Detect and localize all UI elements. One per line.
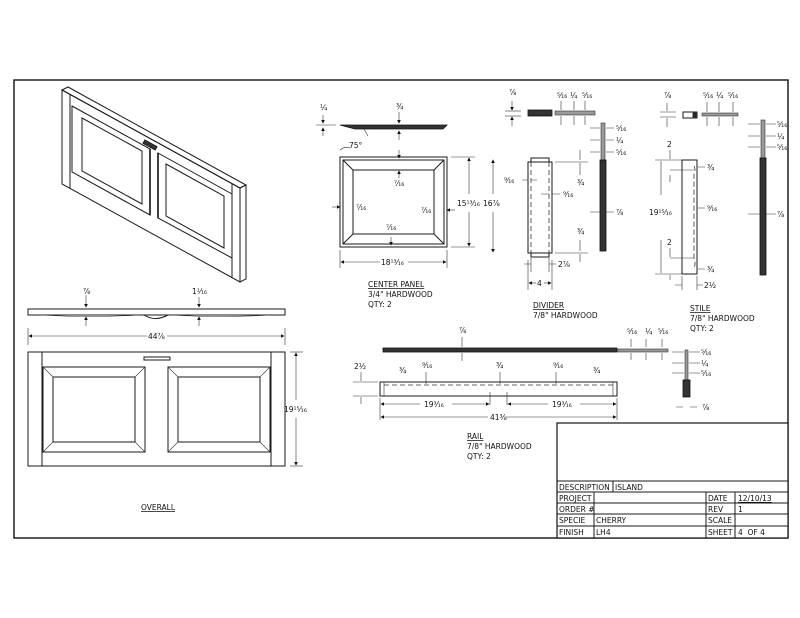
overall-view: ⅞ 1¹⁄₁₆ 44⅞ 19¹⁵⁄₁₆ OVERALL — [27, 287, 307, 512]
overall-title: OVERALL — [141, 503, 176, 512]
rail-side-dim-3: ⁵⁄₁₆ — [701, 369, 711, 378]
title-block: DESCRIPTION ISLAND PROJECT ORDER # SPECI… — [556, 422, 789, 539]
center-panel-thickness-dim: ¾ — [396, 102, 404, 111]
rail-top-dim-1: ⁵⁄₁₆ — [627, 327, 637, 336]
rail-half-left-dim: 19³⁄₁₆ — [424, 400, 444, 409]
stile-top-dim: ¾ — [707, 163, 715, 172]
rail-top-dim-3: ⁵⁄₁₆ — [658, 327, 668, 336]
center-panel-width-dim: 18¹³⁄₁₆ — [381, 258, 404, 267]
divider-side-thickness-dim: ⅞ — [616, 208, 623, 217]
specie-label: SPECIE — [559, 516, 585, 525]
divider-top-dim-1: ⁵⁄₁₆ — [557, 91, 567, 100]
rail-qty: QTY: 2 — [467, 452, 491, 461]
order-label: ORDER # — [559, 505, 595, 514]
rail-top-dim-2: ¼ — [645, 327, 653, 336]
stile-width-dim: 2½ — [704, 281, 716, 290]
divider-title: DIVIDER — [533, 301, 564, 310]
rail-gap-dim-2: ⁹⁄₁₆ — [553, 361, 563, 370]
rail-side-dim-1: ⁵⁄₁₆ — [701, 348, 711, 357]
center-panel-material: 3/4" HARDWOOD — [368, 290, 433, 299]
project-label: PROJECT — [559, 494, 592, 503]
divider-top-dim-2: ¼ — [570, 91, 578, 100]
divider-material: 7/8" HARDWOOD — [533, 311, 598, 320]
finish-value: LH4 — [596, 528, 611, 537]
divider-side-dim-3: ⁵⁄₁₆ — [616, 148, 626, 157]
rev-label: REV — [708, 505, 724, 514]
stile-height-dim: 19¹⁵⁄₁₆ — [649, 208, 672, 217]
stile-qty: QTY: 2 — [690, 324, 714, 333]
rail-right-dim: ¾ — [593, 366, 601, 375]
stile-view: ⅞ ⁵⁄₁₆ ¼ ⁵⁄₁₆ ⁵⁄₁₆ ¼ ⁵⁄₁₆ ⅞ 19¹⁵⁄₁₆ 2 2 … — [649, 91, 787, 333]
description-value: ISLAND — [615, 483, 643, 492]
date-label: DATE — [708, 494, 728, 503]
divider-view: ⅞ ⁵⁄₁₆ ¼ ⁵⁄₁₆ ⁵⁄₁₆ ¼ ⁵⁄₁₆ ⅞ ⁹⁄₁₆ ⁹⁄₁₆ ¾ … — [504, 88, 626, 320]
center-panel-view: ¼ ¾ 75° ⁷⁄₁₆ ⁷⁄₁₆ ⁷⁄₁₆ ⁷⁄₁₆ 18¹³⁄₁₆ 15¹³… — [316, 102, 500, 309]
center-panel-title: CENTER PANEL — [368, 280, 425, 289]
description-label: DESCRIPTION — [559, 483, 610, 492]
stile-top-dim-3: ⁵⁄₁₆ — [728, 91, 738, 100]
stile-material: 7/8" HARDWOOD — [690, 314, 755, 323]
isometric-view — [60, 86, 248, 283]
divider-side-dim-1: ⁵⁄₁₆ — [616, 124, 626, 133]
overall-side-dim-right: 1¹⁄₁₆ — [192, 287, 207, 296]
rail-center-dim: ¾ — [496, 361, 504, 370]
divider-right-dim: ⁹⁄₁₆ — [563, 190, 573, 199]
center-panel-qty: QTY: 2 — [368, 300, 392, 309]
stile-side-dim-1: ⁵⁄₁₆ — [777, 120, 787, 129]
stile-bottom-dim: ¾ — [707, 265, 715, 274]
sheet-label: SHEET — [708, 528, 733, 537]
stile-top-dim-1: ⁵⁄₁₆ — [703, 91, 713, 100]
stile-title: STILE — [690, 304, 711, 313]
divider-top-dim-3: ⁵⁄₁₆ — [582, 91, 592, 100]
center-panel-edge-dim: ¼ — [320, 103, 328, 112]
rail-gap-dim-1: ⁹⁄₁₆ — [422, 361, 432, 370]
date-value: 12/10/13 — [738, 494, 772, 503]
center-panel-top-margin-dim: ⁷⁄₁₆ — [394, 179, 404, 188]
divider-top-offset-dim: ¾ — [577, 178, 585, 187]
stile-top-offset-dim: 2 — [667, 140, 672, 149]
divider-inner-width-dim: 2⅞ — [558, 260, 570, 269]
stile-side-dim-3: ⁵⁄₁₆ — [777, 143, 787, 152]
stile-thickness-dim: ⅞ — [664, 91, 671, 100]
specie-value: CHERRY — [596, 516, 627, 525]
overall-side-dim-left: ⅞ — [83, 287, 90, 296]
center-panel-bottom-margin-dim: ⁷⁄₁₆ — [386, 223, 396, 232]
rail-thickness-dim: ⅞ — [459, 326, 466, 335]
overall-width-dim: 44⅞ — [148, 332, 165, 341]
rail-title: RAIL — [467, 432, 484, 441]
rail-view: ⅞ ⁵⁄₁₆ ¼ ⁵⁄₁₆ 2½ ¾ ⁹⁄₁₆ ¾ ⁹⁄₁₆ ¾ 19³⁄₁₆ … — [353, 326, 711, 461]
divider-thickness-dim: ⅞ — [509, 88, 516, 97]
divider-width-dim: 4 — [537, 279, 542, 288]
rail-height-dim: 2½ — [354, 362, 366, 371]
sheet-value: 4 OF 4 — [738, 528, 765, 537]
overall-height-dim: 19¹⁵⁄₁₆ — [284, 405, 307, 414]
rail-length-dim: 41⅜ — [490, 413, 507, 422]
rev-value: 1 — [738, 505, 743, 514]
sheet-border — [13, 79, 789, 539]
stile-mid-dim: ⁹⁄₁₆ — [707, 204, 717, 213]
rail-material: 7/8" HARDWOOD — [467, 442, 532, 451]
center-panel-inner-height-dim: 15¹³⁄₁₆ — [457, 199, 480, 208]
rail-half-right-dim: 19³⁄₁₆ — [552, 400, 572, 409]
rail-side-thickness-dim: ⅞ — [702, 403, 709, 412]
divider-left-dim: ⁹⁄₁₆ — [504, 176, 514, 185]
scale-label: SCALE — [708, 516, 732, 525]
center-panel-height-dim: 16⅞ — [483, 199, 500, 208]
finish-label: FINISH — [559, 528, 584, 537]
stile-bottom-offset-dim: 2 — [667, 238, 672, 247]
divider-bottom-offset-dim: ¾ — [577, 227, 585, 236]
center-panel-right-margin-dim: ⁷⁄₁₆ — [421, 206, 431, 215]
stile-side-thickness-dim: ⅞ — [777, 210, 784, 219]
center-panel-left-margin-dim: ⁷⁄₁₆ — [356, 203, 366, 212]
divider-side-dim-2: ¼ — [616, 136, 624, 145]
rail-side-dim-2: ¼ — [701, 359, 709, 368]
rail-left-dim: ¾ — [399, 366, 407, 375]
stile-top-dim-2: ¼ — [716, 91, 724, 100]
stile-side-dim-2: ¼ — [777, 132, 785, 141]
center-panel-angle-dim: 75° — [349, 141, 363, 150]
